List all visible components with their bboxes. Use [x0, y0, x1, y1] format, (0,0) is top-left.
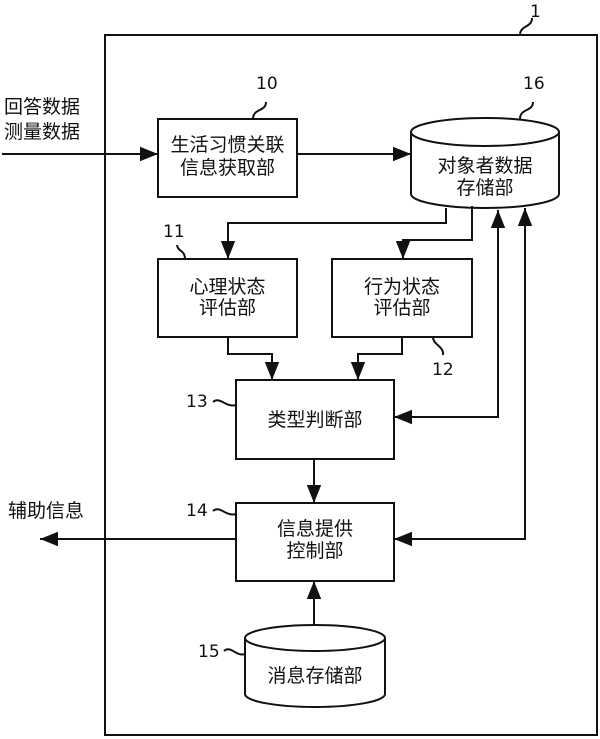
leader-11 — [176, 244, 186, 260]
block-12-line2: 评估部 — [373, 297, 431, 319]
ref-15: 15 — [198, 642, 220, 662]
input-measure-data: 测量数据 — [4, 121, 81, 143]
arrow-12-13 — [350, 337, 403, 380]
leader-10 — [252, 101, 267, 120]
system-boundary — [104, 34, 598, 736]
ref-14: 14 — [186, 501, 208, 521]
block-12-line1: 行为状态 — [363, 276, 440, 298]
block-16-line2: 存储部 — [456, 177, 514, 199]
arrow-11-13 — [227, 337, 280, 380]
leader-15 — [223, 648, 246, 656]
cylinder-15 — [244, 624, 386, 708]
block-15-line1: 消息存储部 — [267, 665, 363, 687]
cylinder-16 — [410, 117, 560, 209]
block-14-line1: 信息提供 — [276, 518, 353, 540]
block-16-line1: 对象者数据 — [437, 155, 533, 177]
input-answer-data: 回答数据 — [4, 96, 81, 118]
leader-13 — [212, 399, 237, 407]
block-14-line2: 控制部 — [286, 540, 344, 562]
block-10 — [157, 118, 298, 198]
ref-12: 12 — [432, 360, 454, 380]
ref-10: 10 — [256, 74, 278, 94]
block-11-line2: 评估部 — [198, 297, 256, 319]
ref-11: 11 — [163, 222, 185, 242]
leader-14 — [212, 508, 237, 516]
arrow-16-11 — [220, 208, 447, 259]
block-10-line1: 生活习惯关联 — [170, 134, 285, 156]
arrow-14-16 — [394, 208, 533, 547]
output-assist-info: 辅助信息 — [8, 500, 85, 522]
ref-16: 16 — [523, 74, 545, 94]
leader-12 — [432, 336, 445, 356]
arrow-16-12 — [395, 206, 473, 259]
block-10-line2: 信息获取部 — [179, 157, 275, 179]
block-13-line1: 类型判断部 — [267, 409, 363, 431]
block-11-line1: 心理状态 — [189, 276, 266, 298]
leader-1 — [519, 17, 533, 36]
system-ref: 1 — [530, 2, 541, 22]
leader-16 — [519, 101, 534, 120]
ref-13: 13 — [186, 392, 208, 412]
